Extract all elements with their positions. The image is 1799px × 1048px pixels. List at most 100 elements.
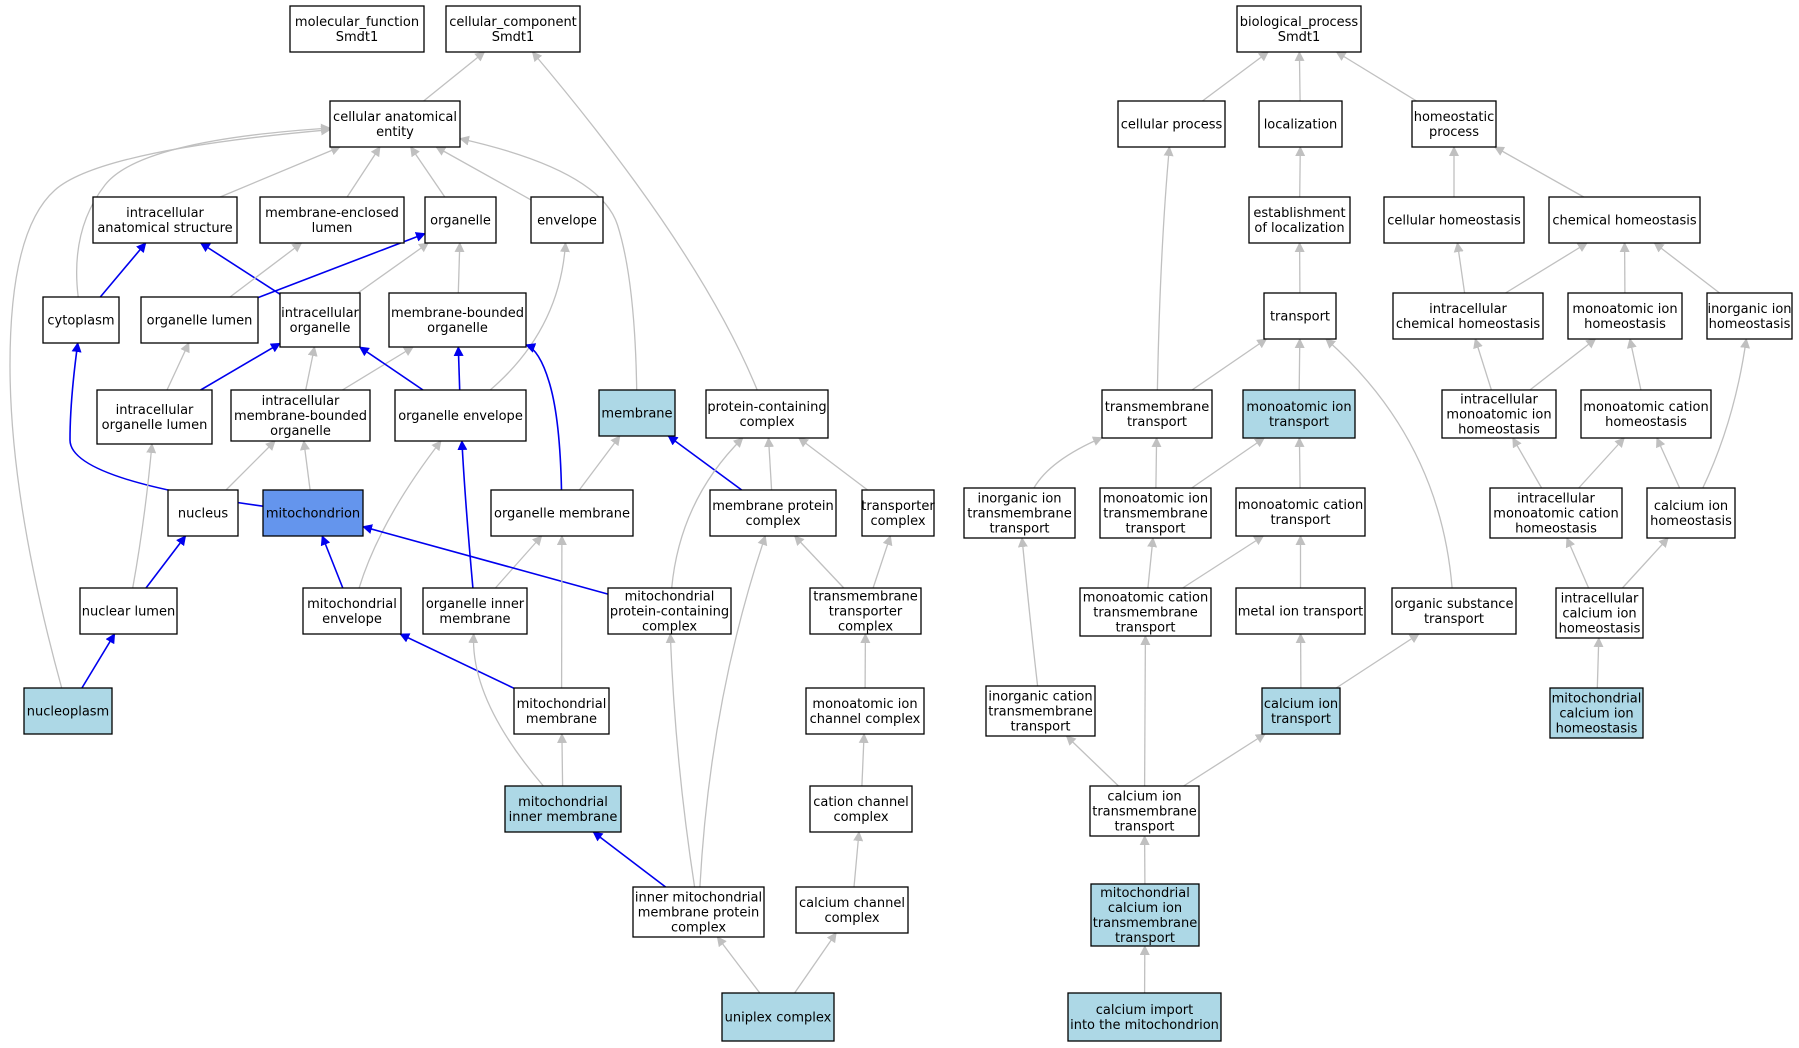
node-label-impc-line-2: complex bbox=[671, 921, 726, 936]
node-np[interactable]: nucleoplasm bbox=[23, 687, 113, 735]
node-box-ost bbox=[1391, 587, 1517, 635]
node-box-hp bbox=[1411, 100, 1497, 148]
node-box-tc bbox=[861, 489, 935, 537]
node-box-oenv bbox=[394, 389, 527, 442]
node-label-imih-line-1: monoatomic ion bbox=[1446, 408, 1551, 423]
node-box-mpc bbox=[709, 489, 837, 537]
node-box-iol bbox=[96, 389, 213, 445]
node-om[interactable]: organelle membrane bbox=[490, 489, 634, 537]
edge-uni-to-impc bbox=[716, 936, 761, 994]
node-org[interactable]: organelle bbox=[424, 196, 497, 244]
node-mem[interactable]: membrane bbox=[598, 389, 676, 437]
node-nuc[interactable]: nucleus bbox=[167, 489, 239, 537]
node-label-pcc-line-0: protein-containing bbox=[707, 400, 826, 415]
node-label-citt-line-1: transmembrane bbox=[1092, 805, 1197, 820]
edge-mit-to-tr bbox=[1294, 338, 1305, 391]
edge-icih-to-imch bbox=[1565, 537, 1590, 589]
node-cp[interactable]: cellular process bbox=[1117, 100, 1226, 148]
edge-iol-to-orgl bbox=[166, 342, 190, 391]
node-box-mih bbox=[1567, 292, 1683, 340]
node-oenv[interactable]: organelle envelope bbox=[394, 389, 527, 442]
node-chh[interactable]: chemical homeostasis bbox=[1548, 196, 1701, 244]
node-label-mel-line-0: membrane-enclosed bbox=[265, 206, 399, 221]
node-env[interactable]: envelope bbox=[530, 196, 604, 244]
node-uni[interactable]: uniplex complex bbox=[721, 992, 835, 1042]
node-mito[interactable]: mitochondrion bbox=[262, 489, 364, 537]
node-box-oim bbox=[422, 587, 528, 635]
node-box-ccc bbox=[809, 785, 913, 833]
node-box-mcitt bbox=[1090, 883, 1200, 947]
node-label-iitt-line-1: transmembrane bbox=[967, 507, 1072, 522]
node-box-mm bbox=[513, 687, 610, 735]
node-label-mih-line-1: homeostasis bbox=[1584, 317, 1666, 332]
node-label-cc-line-1: Smdt1 bbox=[492, 30, 535, 45]
node-box-mem bbox=[598, 389, 676, 437]
edge-chh-to-hp bbox=[1493, 146, 1585, 198]
edge-eol-to-loc bbox=[1295, 146, 1306, 198]
node-label-mct-line-0: monoatomic cation bbox=[1238, 498, 1363, 513]
node-mett[interactable]: metal ion transport bbox=[1235, 587, 1366, 635]
node-cyt[interactable]: cytoplasm bbox=[42, 296, 120, 344]
edge-cyt-to-ias bbox=[99, 242, 147, 298]
node-label-eol-line-0: establishment bbox=[1253, 206, 1345, 221]
node-label-tc-line-0: transporter bbox=[861, 499, 935, 514]
edge-cp-to-bp bbox=[1202, 51, 1269, 102]
edge-mch-to-mih bbox=[1626, 338, 1642, 391]
node-nl[interactable]: nuclear lumen bbox=[79, 587, 178, 635]
node-ch[interactable]: cellular homeostasis bbox=[1383, 196, 1525, 244]
node-label-nl-line-0: nuclear lumen bbox=[82, 605, 175, 620]
node-label-mcih-line-1: calcium ion bbox=[1559, 707, 1633, 722]
node-tr[interactable]: transport bbox=[1263, 292, 1337, 340]
node-orgl[interactable]: organelle lumen bbox=[140, 296, 259, 344]
node-box-cit bbox=[1261, 687, 1341, 735]
node-label-ias-line-1: anatomical structure bbox=[97, 221, 232, 236]
node-loc[interactable]: localization bbox=[1258, 100, 1343, 148]
